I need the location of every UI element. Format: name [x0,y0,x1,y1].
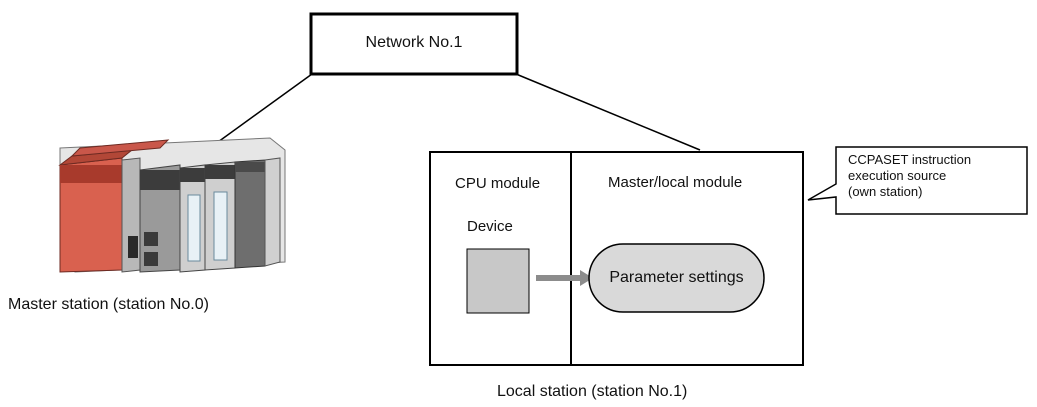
parameter-settings-pill [588,243,765,313]
master-station-plc-illustration [58,137,286,273]
parameter-settings-label: Parameter settings [609,269,744,286]
callout-bubble [807,146,1028,215]
callout-line-1: CCPASET instruction [848,152,972,167]
cpu-module-title: CPU module [455,175,541,192]
local-station-caption: Local station (station No.1) [497,383,688,400]
network-box [309,12,519,76]
network-label: Network No.1 [365,34,463,51]
device-block [466,248,530,314]
callout-line-2: execution source [848,168,947,183]
master-local-module-title: Master/local module [608,174,743,191]
master-station-caption: Master station (station No.0) [8,296,209,313]
device-label: Device [467,218,513,235]
data-flow-arrowhead [580,270,593,286]
callout-line-3: (own station) [848,184,923,199]
link-line-local [515,73,701,151]
